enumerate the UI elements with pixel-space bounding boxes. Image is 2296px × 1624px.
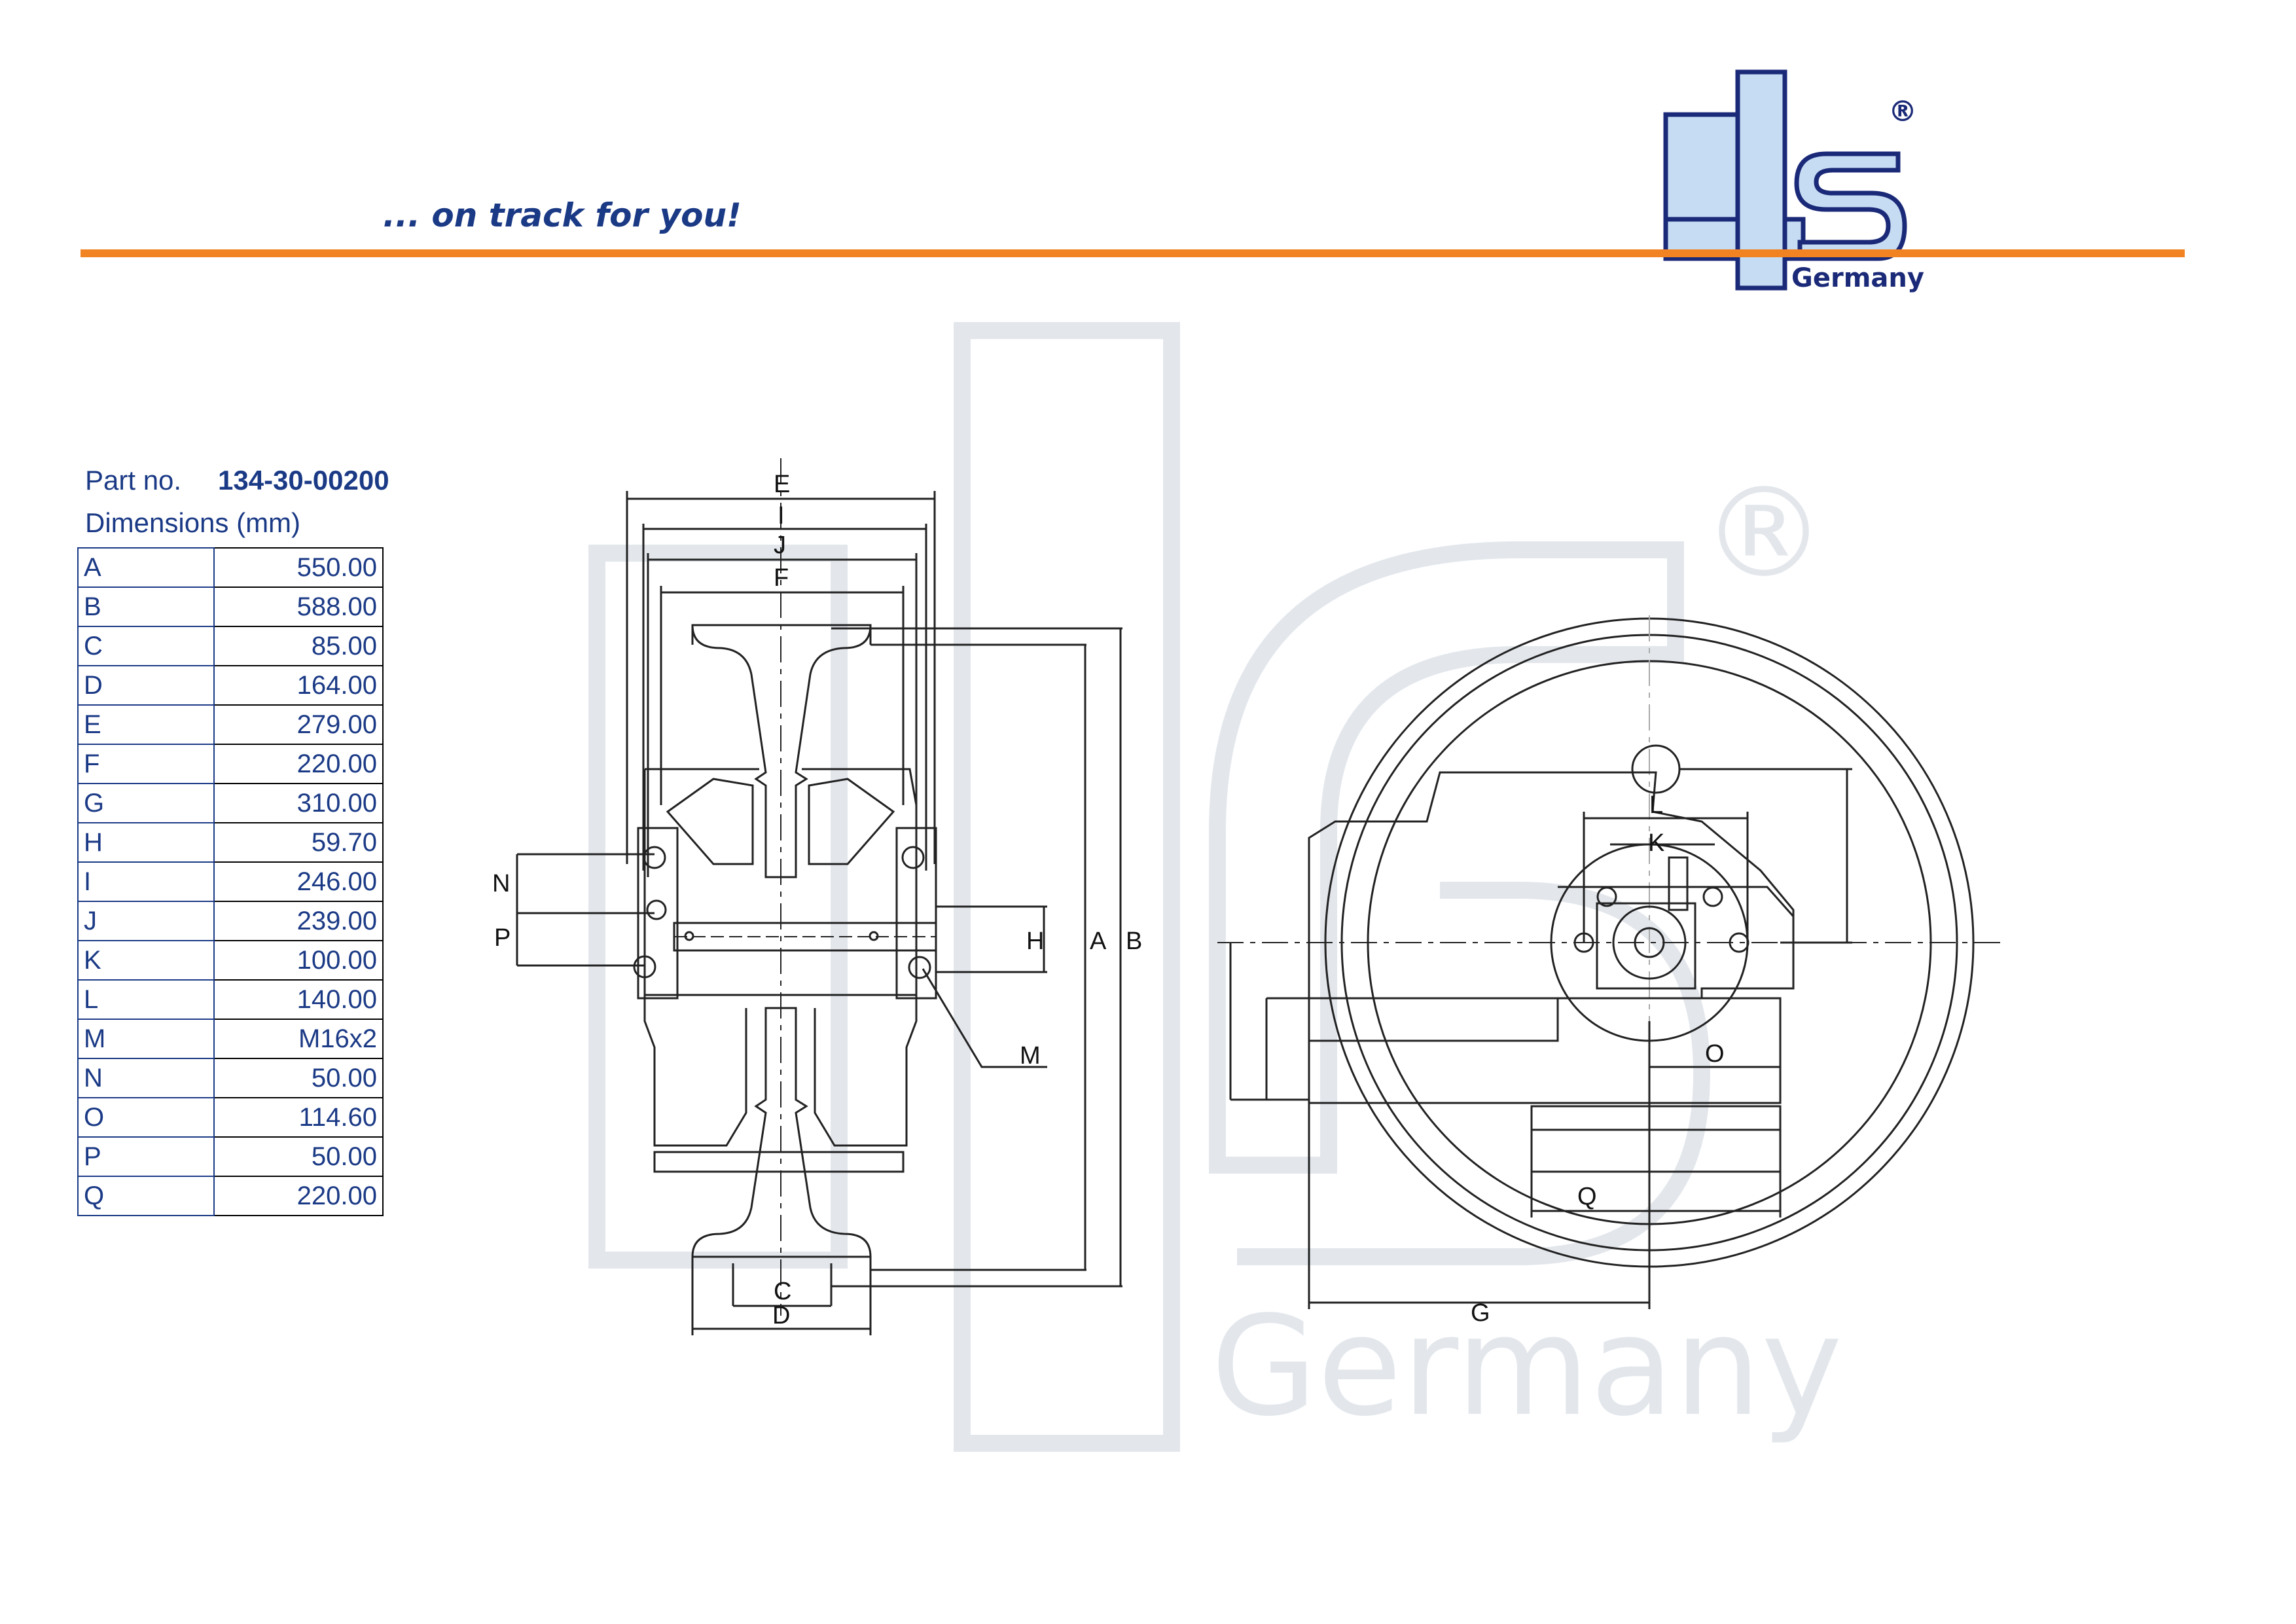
dimension-key: L — [77, 979, 215, 1020]
dimension-value: 59.70 — [213, 822, 384, 863]
dim-label-k: K — [1648, 829, 1664, 857]
dim-label-q: Q — [1577, 1183, 1597, 1210]
dimension-key: E — [77, 704, 215, 745]
dimension-key: I — [77, 861, 215, 902]
dimension-value: 246.00 — [213, 861, 384, 902]
dim-label-e: E — [774, 471, 790, 498]
header-rule — [81, 249, 2185, 257]
dimension-value: 279.00 — [213, 704, 384, 745]
dimension-value: 310.00 — [213, 783, 384, 823]
dim-label-j: J — [774, 532, 786, 559]
dim-label-m: M — [1020, 1042, 1041, 1070]
dimension-value: 220.00 — [213, 744, 384, 784]
dimension-key: H — [77, 822, 215, 863]
dim-label-i: I — [778, 502, 785, 530]
tagline: ... on track for you! — [383, 196, 742, 234]
dimension-key: O — [77, 1097, 215, 1138]
watermark-germany-text: Germany — [1211, 1286, 1842, 1447]
dim-label-c: C — [774, 1278, 791, 1305]
dimensions-label: Dimensions (mm) — [85, 507, 301, 538]
svg-text:®: ® — [1702, 461, 1826, 605]
dimension-value: 164.00 — [213, 665, 384, 706]
dim-label-h: H — [1026, 928, 1044, 955]
dimension-value: 220.00 — [213, 1176, 384, 1216]
dimension-key: Q — [77, 1176, 215, 1216]
dimension-value: 85.00 — [213, 626, 384, 666]
logo-registered-mark: ® — [1888, 95, 1917, 128]
dimension-key: M — [77, 1019, 215, 1059]
dim-label-g: G — [1471, 1299, 1490, 1327]
dim-label-l: L — [1649, 791, 1663, 819]
dimension-value: 50.00 — [213, 1058, 384, 1098]
dimension-value: 100.00 — [213, 940, 384, 981]
section-view-drawing — [516, 458, 1122, 1335]
dimension-key: A — [77, 547, 215, 588]
dimension-key: N — [77, 1058, 215, 1098]
side-view-dimension-labels: L K O Q G — [1471, 791, 1725, 1327]
dimension-value: M16x2 — [213, 1019, 384, 1059]
dimension-value: 588.00 — [213, 586, 384, 627]
dimension-key: D — [77, 665, 215, 706]
dimension-value: 50.00 — [213, 1136, 384, 1177]
dimension-value: 550.00 — [213, 547, 384, 588]
dimension-value: 140.00 — [213, 979, 384, 1020]
dimension-key: B — [77, 586, 215, 627]
dimension-key: G — [77, 783, 215, 823]
dim-label-p: P — [494, 924, 511, 952]
dim-label-b: B — [1126, 928, 1142, 955]
logo-germany-text: Germany — [1791, 263, 1924, 293]
section-view-dimension-labels: E I J F N P H A B M C D — [492, 471, 1142, 1329]
brand-logo: ® Germany — [1663, 69, 1924, 293]
dim-label-d: D — [772, 1302, 790, 1329]
dim-label-a: A — [1090, 928, 1107, 955]
dim-label-n: N — [492, 870, 510, 897]
dimension-key: K — [77, 940, 215, 981]
part-number-label: Part no. — [85, 465, 182, 496]
dimension-key: C — [77, 626, 215, 666]
dimension-key: P — [77, 1136, 215, 1177]
side-view-drawing — [1217, 615, 2003, 1309]
dimension-value: 239.00 — [213, 901, 384, 941]
dimension-value: 114.60 — [213, 1097, 384, 1138]
part-number-value: 134-30-00200 — [218, 465, 389, 496]
dimension-key: F — [77, 744, 215, 784]
dim-label-f: F — [774, 564, 789, 592]
dim-label-o: O — [1705, 1040, 1725, 1068]
dimension-key: J — [77, 901, 215, 941]
